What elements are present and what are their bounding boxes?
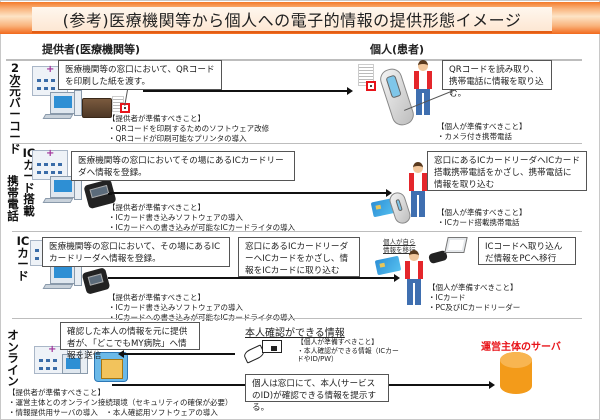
provider-callout-qr: 医療機関等の窓口において、QRコードを印刷した紙を渡す。 xyxy=(58,60,222,90)
self-transfer-note: 個人が自ら 情報を移行 xyxy=(383,238,416,254)
id-info-heading: 本人確認ができる情報 xyxy=(245,328,345,339)
row-label-ic-phone-part2: 携帯電話 xyxy=(7,174,19,223)
flow-arrow-qr xyxy=(143,87,353,95)
provider-prep-ic-card: 【提供者が準備すべきこと】 ・ICカード書き込みソフトウェアの導入 ・ICカード… xyxy=(108,293,295,322)
flow-arrow-to-server xyxy=(389,381,495,389)
keyboard-icon xyxy=(42,198,74,203)
keyboard-icon xyxy=(42,114,74,119)
server-database-icon xyxy=(500,352,532,394)
qr-code-icon xyxy=(366,81,376,91)
flow-line xyxy=(108,193,112,195)
individual-prep-ic-phone: 【個人が準備すべきこと】 ・ICカード搭載携帯電話 xyxy=(437,208,527,227)
title-box: (参考)医療機関等から個人への電子的情報の提供形態イメージ xyxy=(32,7,552,33)
individual-callout-ic-card: 窓口にあるICカードリーダーへICカードをかざし、情報をICカードに取り込む xyxy=(238,237,360,277)
provider-prep-ic-phone: 【提供者が準備すべきこと】 ・ICカード書き込みソフトウェアの導入 ・ICカード… xyxy=(108,203,296,232)
pc-tower-icon xyxy=(74,90,82,116)
individual-prep-online: 【個人が準備すべきこと】 ・本人確認ができる情報（ICカー ドやID/PW） xyxy=(297,338,399,363)
pc-icon xyxy=(50,176,76,198)
individual-prep-ic-card: 【個人が準備すべきこと】 ・ICカード ・PC及びICカードリーダー xyxy=(428,283,521,312)
flow-arrow-ic-card xyxy=(108,274,400,282)
provider-callout-ic-phone: 医療機関等の窓口においてその場にあるICカードリーダへ情報を登録。 xyxy=(71,151,295,181)
individual-callout-qr: QRコードを読み取り、携帯電話に情報を取り込む。 xyxy=(442,60,552,99)
column-header-individual: 個人(患者) xyxy=(370,43,425,56)
printer-icon xyxy=(82,98,112,118)
page-title: (参考)医療機関等から個人への電子的情報の提供形態イメージ xyxy=(62,11,522,30)
provider-prep-online: 【提供者が準備すべきこと】 ・運営主体とのオンライン接続環境（セキュリティの確保… xyxy=(8,388,233,417)
row-divider xyxy=(12,231,582,232)
row-label-ic-phone-part1: ICカード搭載 xyxy=(22,146,36,218)
person-icon xyxy=(407,162,429,224)
person-icon xyxy=(412,60,434,122)
keyboard-icon xyxy=(42,284,74,289)
row-label-online: オンライン xyxy=(7,328,19,388)
pc-icon xyxy=(50,262,76,284)
header-divider xyxy=(6,59,582,61)
row-divider xyxy=(12,143,582,144)
person-icon xyxy=(403,250,425,312)
server-label: 運営主体のサーバ xyxy=(481,342,561,353)
column-header-provider: 提供者(医療機関等) xyxy=(42,43,141,56)
row-divider xyxy=(12,318,582,319)
title-band: (参考)医療機関等から個人への電子的情報の提供形態イメージ xyxy=(0,2,600,34)
laptop-icon xyxy=(444,237,468,253)
provider-callout-online: 確認した本人の情報を元に提供者が、「どこでもMY病院」へ情報を送信 xyxy=(60,322,200,361)
provider-prep-qr: 【提供者が準備すべきこと】 ・QRコードを印刷するためのソフトウェア改修 ・QR… xyxy=(108,114,270,143)
flow-arrow-to-provider xyxy=(118,350,235,358)
flow-line-provider xyxy=(112,384,245,386)
pc-icon xyxy=(50,92,76,114)
flow-arrow-ic-phone xyxy=(110,189,392,197)
pc-callout-ic-card: ICコードへ取り込んだ情報をPCへ移行 xyxy=(478,237,576,265)
row-label-qr: 2次元バーコード xyxy=(9,61,21,156)
row-label-ic-card: ICカード xyxy=(16,234,30,283)
provider-callout-ic-card: 医療機関等の窓口において、その場にあるICカードリーダへ情報を登録。 xyxy=(42,237,230,267)
individual-prep-qr: 【個人が準備すべきこと】 ・カメラ付き携帯電話 xyxy=(437,122,527,141)
individual-callout-online: 個人は窓口にて、本人(サービスのID)が確認できる情報を提示する。 xyxy=(245,374,389,413)
individual-callout-ic-phone: 窓口にあるICカードリーダへICカード搭載携帯電話をかざし、携帯電話に情報を取り… xyxy=(427,151,587,191)
id-card-icon xyxy=(262,340,282,353)
